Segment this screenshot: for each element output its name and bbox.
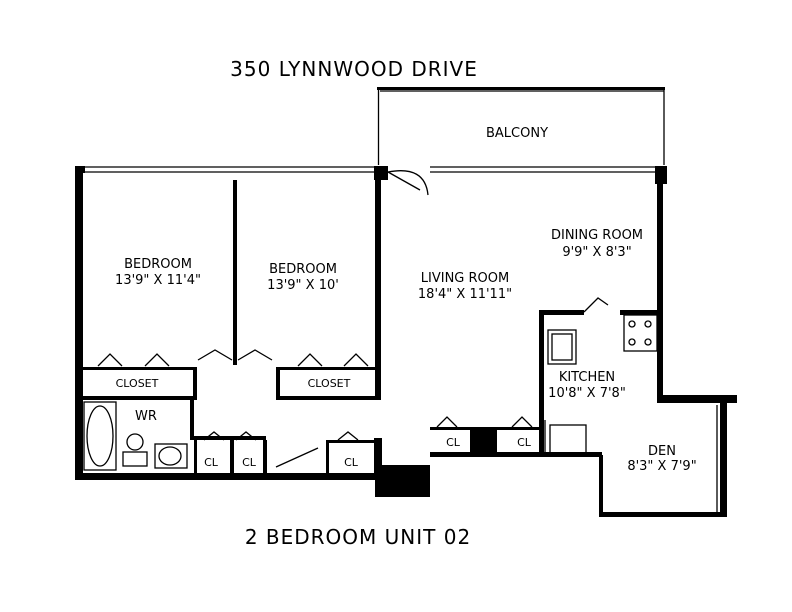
cl-label: CL	[344, 456, 359, 469]
kitchen-label: KITCHEN	[559, 370, 615, 385]
living-room-label: LIVING ROOM	[421, 271, 509, 286]
kitchen-dims: 10'8" X 7'8"	[548, 386, 626, 401]
toilet-icon	[126, 433, 144, 451]
washroom-fixtures	[83, 401, 188, 471]
den-dims: 8'3" X 7'9"	[627, 459, 696, 474]
unit-title: 2 BEDROOM UNIT 02	[245, 525, 471, 549]
closet-label: CLOSET	[116, 377, 159, 390]
dining-room-dims: 9'9" X 8'3"	[562, 245, 631, 260]
kitchen-sink-icon	[547, 329, 577, 365]
dining-room-label: DINING ROOM	[551, 228, 643, 243]
bedroom2-label: BEDROOM	[269, 262, 337, 277]
cl-label: CL	[242, 456, 257, 469]
doors	[97, 170, 609, 468]
balcony	[377, 87, 665, 165]
kitchen-fixtures	[547, 314, 658, 365]
cl-label: CL	[446, 436, 461, 449]
stove-icon	[623, 314, 658, 352]
closet-label: CLOSET	[308, 377, 351, 390]
living-room-dims: 18'4" X 11'11"	[418, 287, 512, 302]
walls	[75, 166, 737, 517]
bedroom1-label: BEDROOM	[124, 257, 192, 272]
sink-icon	[158, 446, 182, 466]
cl-label: CL	[517, 436, 532, 449]
cl-label: CL	[204, 456, 219, 469]
address-title: 350 LYNNWOOD DRIVE	[230, 57, 478, 81]
den-label: DEN	[648, 444, 676, 459]
bedroom1-dims: 13'9" X 11'4"	[115, 273, 201, 288]
washroom-label: WR	[135, 409, 157, 424]
bedroom2-dims: 13'9" X 10'	[267, 278, 339, 293]
balcony-label: BALCONY	[486, 126, 548, 141]
